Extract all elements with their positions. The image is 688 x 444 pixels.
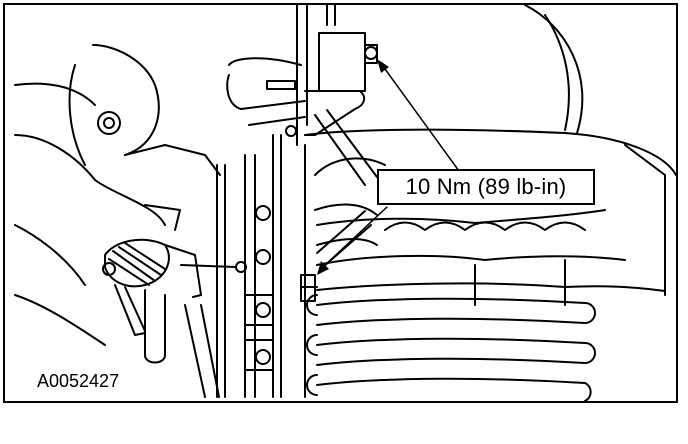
bolt-heads <box>244 205 274 371</box>
diagram-frame: 10 Nm (89 lb-in) A0052427 <box>3 3 678 403</box>
upper-bracket <box>226 32 378 186</box>
torque-callout-label: 10 Nm (89 lb-in) <box>405 174 567 199</box>
figure-id-label: A0052427 <box>37 371 120 391</box>
left-engine-component <box>14 44 247 398</box>
arrowheads <box>317 59 389 275</box>
torque-callout-box: 10 Nm (89 lb-in) <box>377 169 595 205</box>
leader-lines <box>322 68 460 268</box>
fuel-rail-pipes <box>216 5 336 398</box>
engine-illustration <box>14 5 676 401</box>
intake-manifold <box>304 5 676 401</box>
